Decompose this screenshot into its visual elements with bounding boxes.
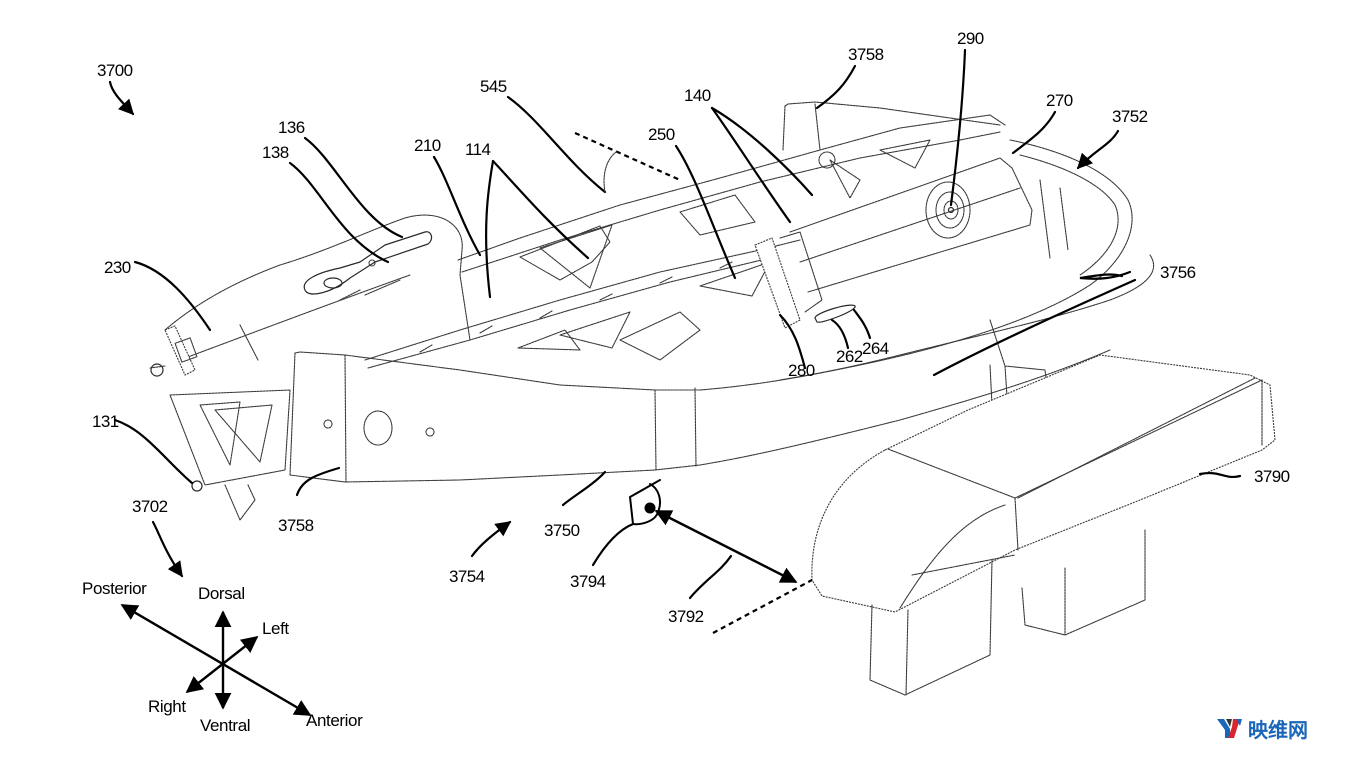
ref-label-3758-top: 3758 [848, 45, 884, 64]
ref-label-140: 140 [684, 86, 711, 105]
leader-230 [133, 260, 212, 332]
ref-label-138: 138 [262, 143, 289, 162]
frame-lower-rail [364, 239, 801, 369]
leader-131 [113, 418, 194, 485]
leader-3790 [1198, 472, 1242, 478]
ref-label-270: 270 [1046, 91, 1073, 110]
leader-250 [674, 144, 737, 280]
hinge-knuckle [149, 325, 198, 377]
ref-label-3754: 3754 [449, 567, 485, 586]
axis-left-right [185, 635, 259, 694]
ref-label-114: 114 [465, 140, 490, 159]
ref-label-262: 262 [836, 347, 863, 366]
leader-140b [710, 106, 814, 197]
leader-3756-a [1079, 270, 1132, 280]
leader-3792 [688, 554, 733, 600]
watermark-site-name: 映维网 [1248, 718, 1308, 742]
device-drawing [149, 101, 1276, 696]
eye-relief-arrow [654, 509, 798, 584]
ref-label-3794: 3794 [570, 572, 606, 591]
leader-3702 [151, 520, 184, 578]
ref-label-545: 545 [480, 77, 507, 96]
leader-3758-bottom [295, 466, 341, 497]
lattice-frame [517, 139, 931, 361]
ref-label-264: 264 [862, 339, 889, 358]
ref-label-3790: 3790 [1254, 467, 1290, 486]
ref-label-210: 210 [414, 136, 441, 155]
frame-top-rail [457, 114, 1006, 273]
eye-symbol [629, 479, 661, 526]
leader-136 [303, 136, 404, 239]
ref-label-136: 136 [278, 118, 305, 137]
button-262-264 [814, 304, 856, 323]
orientation-legend: Posterior Dorsal Left Right Ventral Ante… [82, 579, 363, 735]
leader-3794 [591, 522, 635, 567]
ref-label-3750: 3750 [544, 521, 580, 540]
leader-3756-b [932, 278, 1137, 377]
ref-label-250: 250 [648, 125, 675, 144]
ref-label-3702: 3702 [132, 497, 168, 516]
direction-dorsal: Dorsal [198, 584, 245, 603]
ref-label-3756: 3756 [1160, 263, 1196, 282]
leader-210 [432, 155, 482, 257]
eye-relief-plane [712, 579, 813, 634]
leader-3752 [1076, 129, 1120, 170]
watermark-logo-icon [1217, 719, 1242, 738]
rear-bracket-top [782, 101, 1001, 151]
leader-262 [830, 318, 850, 350]
leader-545 [506, 95, 607, 194]
ref-label-3752: 3752 [1112, 107, 1148, 126]
ref-label-3758-bottom: 3758 [278, 516, 314, 535]
headband-strap [289, 254, 1155, 483]
ref-label-230: 230 [104, 258, 131, 277]
leader-280 [778, 313, 807, 370]
leader-264 [852, 308, 872, 340]
direction-anterior: Anterior [306, 711, 363, 730]
direction-posterior: Posterior [82, 579, 147, 598]
leader-138 [288, 161, 390, 264]
direction-ventral: Ventral [200, 716, 250, 735]
rear-lattice-bracket [169, 389, 291, 521]
display-module [811, 354, 1276, 696]
leader-270 [1011, 110, 1057, 155]
headband-shell [779, 139, 1133, 381]
eye-pupil [644, 502, 656, 514]
leader-114a [485, 159, 495, 299]
leader-140a [710, 106, 792, 224]
leader-3754 [470, 520, 512, 558]
direction-right: Right [148, 697, 186, 716]
ref-label-131: 131 [92, 412, 119, 431]
dimension-545 [574, 131, 681, 182]
ref-label-3792: 3792 [668, 607, 704, 626]
watermark: 映维网 [1217, 718, 1308, 742]
leader-3750 [561, 470, 607, 507]
direction-left: Left [262, 619, 289, 638]
leader-114b [491, 159, 590, 260]
side-module [789, 151, 1033, 293]
leader-3758-top [815, 64, 857, 110]
leader-3700 [108, 80, 135, 116]
reference-numerals: 3700 136 138 210 114 545 250 140 3758 29… [92, 29, 1290, 626]
ref-label-290: 290 [957, 29, 984, 48]
leader-290 [949, 48, 967, 207]
front-plate [754, 231, 823, 329]
ref-label-3700: 3700 [97, 61, 133, 80]
ref-label-280: 280 [788, 361, 815, 380]
temple-arm [164, 214, 471, 361]
